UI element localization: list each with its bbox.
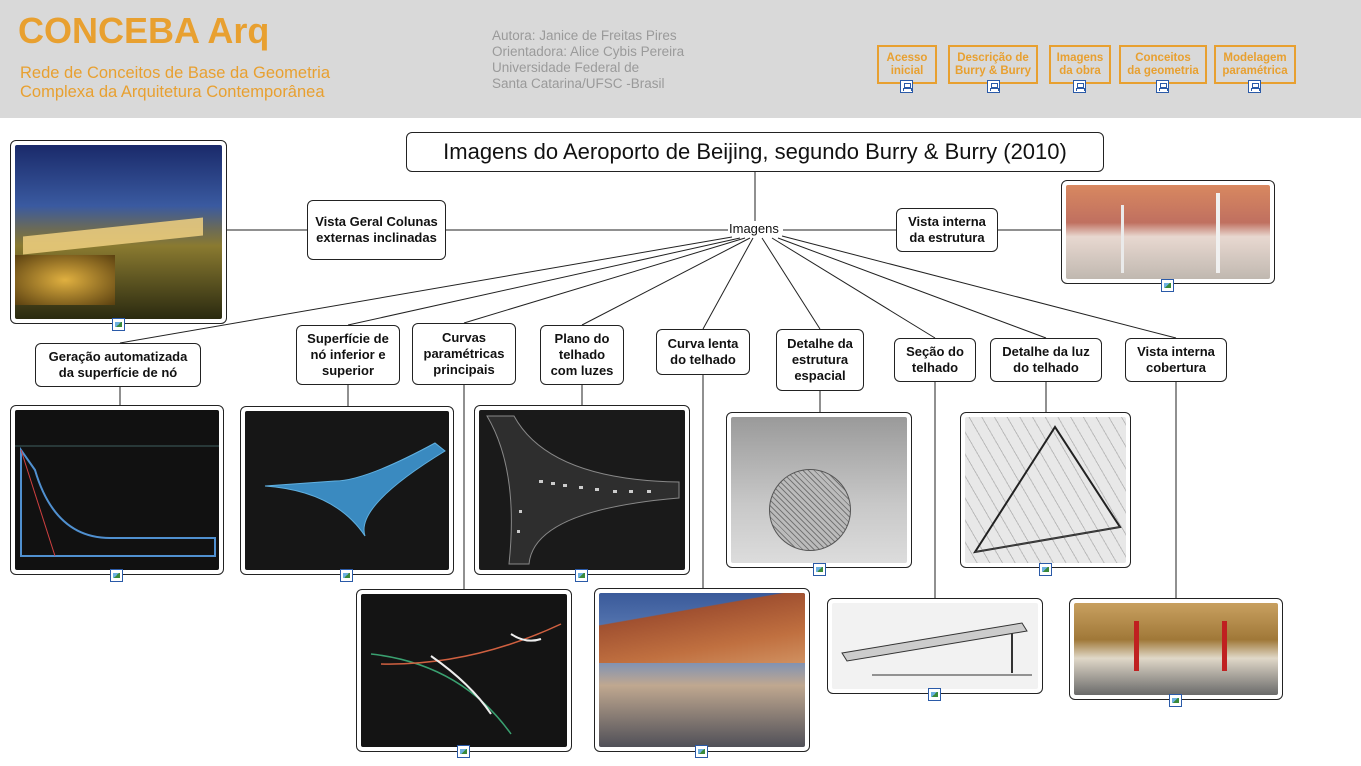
node-vista-interna-estrutura[interactable]: Vista interna da estrutura (896, 208, 998, 252)
roof-plan-sketch (479, 410, 685, 570)
image-icon[interactable] (457, 745, 470, 758)
center-node-label[interactable]: Imagens (728, 221, 780, 236)
image-vista-interna-estrutura[interactable] (1061, 180, 1275, 284)
connector-line (772, 238, 935, 338)
node-secao-telhado[interactable]: Seção do telhado (894, 338, 976, 382)
surface-sketch (245, 411, 449, 570)
image-icon[interactable] (575, 569, 588, 582)
node-superficie-no[interactable]: Superfície de nó inferior e superior (296, 325, 400, 385)
image-detalhe-estrutura[interactable] (726, 412, 912, 568)
image-detalhe-luz[interactable] (960, 412, 1131, 568)
node-detalhe-luz[interactable]: Detalhe da luz do telhado (990, 338, 1102, 382)
node-curva-lenta[interactable]: Curva lenta do telhado (656, 329, 750, 375)
light-detail-sketch (965, 417, 1126, 563)
image-curvas-parametricas[interactable] (356, 589, 572, 752)
connector-line (582, 238, 750, 325)
node-plano-telhado[interactable]: Plano do telhado com luzes (540, 325, 624, 385)
image-icon[interactable] (1039, 563, 1052, 576)
image-curva-lenta[interactable] (594, 588, 810, 752)
image-icon[interactable] (695, 745, 708, 758)
image-geracao-superficie[interactable] (10, 405, 224, 575)
node-vista-geral[interactable]: Vista Geral Colunas externas inclinadas (307, 200, 446, 260)
image-icon[interactable] (813, 563, 826, 576)
image-icon[interactable] (928, 688, 941, 701)
connector-line (778, 238, 1046, 338)
connector-line (703, 238, 753, 329)
image-icon[interactable] (1169, 694, 1182, 707)
curves-sketch (361, 594, 567, 747)
image-superficie-no[interactable] (240, 406, 454, 575)
image-icon[interactable] (340, 569, 353, 582)
image-icon[interactable] (1161, 279, 1174, 292)
section-sketch (832, 603, 1038, 689)
node-geracao-superficie[interactable]: Geração automatizada da superfície de nó (35, 343, 201, 387)
image-vista-interna-cobertura[interactable] (1069, 598, 1283, 700)
image-secao-telhado[interactable] (827, 598, 1043, 694)
image-icon[interactable] (110, 569, 123, 582)
node-curvas-parametricas[interactable]: Curvas paramétricas principais (412, 323, 516, 385)
diagram-sketch (15, 410, 219, 570)
map-title: Imagens do Aeroporto de Beijing, segundo… (406, 132, 1104, 172)
connector-line (464, 238, 745, 323)
image-icon[interactable] (112, 318, 125, 331)
image-vista-geral[interactable] (10, 140, 227, 324)
node-vista-interna-cobertura[interactable]: Vista interna cobertura (1125, 338, 1227, 382)
image-plano-telhado[interactable] (474, 405, 690, 575)
node-detalhe-estrutura[interactable]: Detalhe da estrutura espacial (776, 329, 864, 391)
connector-line (762, 238, 820, 329)
